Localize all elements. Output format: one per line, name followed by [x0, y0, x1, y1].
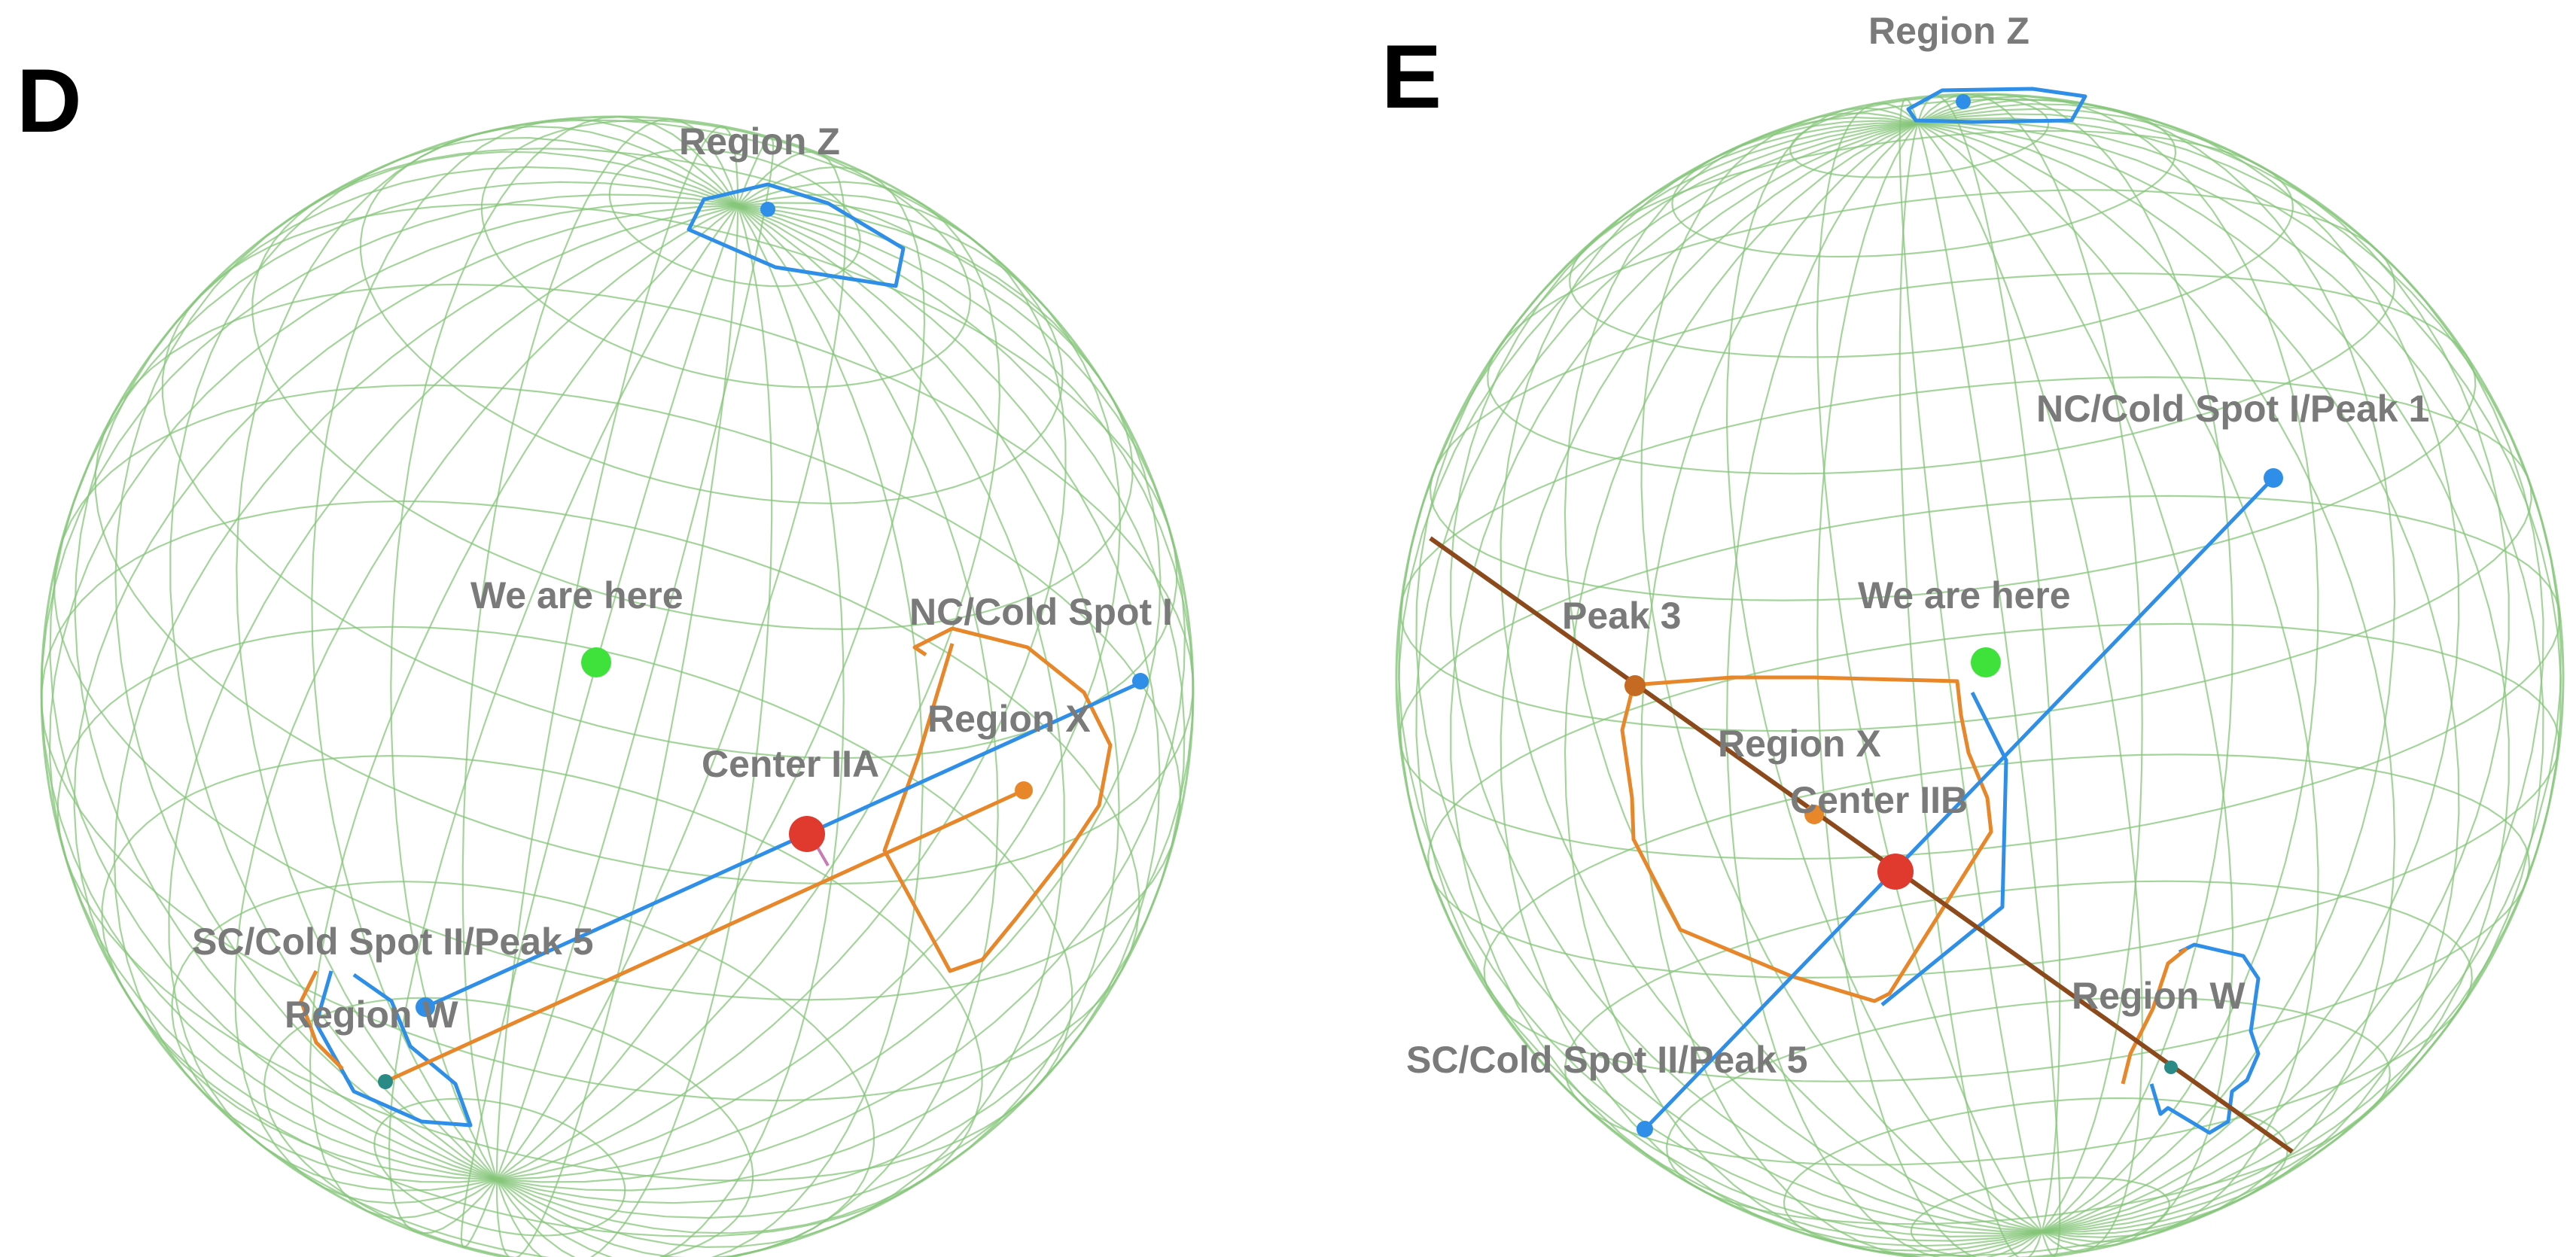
sphere-grid-line — [388, 151, 847, 1234]
sphere-grid-line — [94, 283, 1194, 885]
label-center: Center IIB — [1790, 779, 1968, 821]
sphere-grid-line — [168, 193, 1067, 1192]
sphere-grid-line — [113, 202, 1122, 1183]
center-dot — [789, 816, 825, 852]
sphere-grid-line — [480, 119, 971, 388]
sphere-grid-line — [608, 148, 861, 288]
label-region-z: Region Z — [679, 120, 840, 163]
region-x-dot — [1804, 805, 1824, 824]
label-region-x: Region X — [1718, 723, 1881, 765]
label-peak-3: Peak 3 — [1562, 595, 1681, 637]
sphere-grid-line — [1483, 753, 2531, 1082]
label-nc-cold-spot: NC/Cold Spot I — [909, 591, 1173, 633]
panel-letter-d: D — [17, 50, 82, 151]
label-region-w: Region W — [2072, 975, 2246, 1017]
sphere-grid-d — [40, 115, 1195, 1257]
sphere-grid-line — [1564, 880, 2473, 1166]
region-axis-orange — [384, 788, 1025, 1084]
cold-spot-axis-blue — [424, 680, 1142, 1009]
sphere-grid-line — [390, 115, 845, 1257]
region-z-outline — [1906, 87, 2087, 124]
sphere-grid-line — [461, 118, 773, 1257]
label-region-x: Region X — [927, 698, 1091, 740]
nc-cold-spot-dot — [1132, 673, 1149, 689]
sphere-grid-line — [1399, 376, 2532, 732]
sphere-grid-line — [161, 203, 1178, 759]
sphere-grid-line — [1899, 95, 2061, 1257]
region-x-dot — [1015, 781, 1033, 799]
label-sc-cold-spot: SC/Cold Spot II/Peak 5 — [1406, 1039, 1807, 1081]
panel-letter-e: E — [1381, 26, 1442, 127]
region-z-point — [1956, 94, 1971, 109]
sphere-grid-line — [1665, 997, 2391, 1225]
sphere-grid-line — [1789, 96, 2050, 178]
region-x-blue-edge — [1880, 691, 2008, 1006]
sphere-grid-line — [169, 136, 1065, 1249]
label-region-z: Region Z — [1868, 10, 2029, 52]
sphere-grid-line — [1899, 98, 2061, 1257]
sphere-grid-line — [53, 384, 1181, 1001]
sphere-grid-line — [41, 500, 1140, 1102]
sphere-outline — [40, 115, 1195, 1257]
sphere-grid-line — [263, 997, 754, 1257]
label-we-are-here: We are here — [1858, 574, 2071, 616]
peak-axis-brown — [1429, 536, 2294, 1154]
nc-cold-spot-dot — [2264, 468, 2283, 488]
we-are-here-dot — [581, 647, 611, 677]
label-center: Center IIA — [702, 743, 879, 785]
region-w-dot — [2164, 1061, 2178, 1074]
label-nc-cold-spot: NC/Cold Spot I/Peak 1 — [2036, 388, 2429, 430]
sphere-grid-line — [74, 166, 1161, 1219]
region-w-outline — [314, 970, 473, 1128]
label-sc-cold-spot: SC/Cold Spot II/Peak 5 — [192, 921, 593, 963]
sphere-grid-line — [1569, 129, 2294, 358]
we-are-here-dot — [1971, 647, 2001, 677]
sphere-grid-line — [460, 136, 775, 1249]
sphere-grid-line — [101, 754, 983, 1237]
region-w-orange-edge — [2121, 947, 2188, 1085]
cold-spot-axis-blue — [1643, 476, 2275, 1131]
region-z-outline — [687, 182, 906, 288]
sphere-grid-line — [56, 625, 1073, 1182]
sphere-grid-line — [1399, 495, 2561, 860]
label-we-are-here: We are here — [470, 574, 684, 616]
sphere-grid-line — [373, 1097, 626, 1237]
sc-cold-spot-dot — [416, 997, 435, 1017]
region-x-outline — [1620, 675, 1993, 1003]
sphere-grid-line — [41, 193, 1194, 1192]
sphere-grid-line — [1427, 622, 2560, 979]
sc-cold-spot-dot — [1637, 1121, 1653, 1137]
sphere-grid-line — [171, 881, 875, 1257]
center-dot — [1877, 854, 1914, 890]
peak-3-dot — [1624, 675, 1646, 696]
sphere-grid-line — [309, 166, 926, 1219]
region-z-point — [760, 202, 775, 217]
region-w-orange-edge — [299, 969, 344, 1070]
sphere-grid-line — [1910, 1176, 2170, 1257]
sphere-outline — [1395, 93, 2565, 1257]
panel-e: E Region Z NC/Cold Spot I/Peak 1 We are … — [1381, 10, 2565, 1257]
sphere-grid-line — [1671, 98, 2177, 258]
panel-d: D Region Z We are here NC/Cold Spot I Re… — [17, 50, 1195, 1257]
region-w-outline — [2149, 942, 2261, 1135]
sphere-grid-line — [1429, 272, 2477, 601]
label-region-w: Region W — [285, 994, 458, 1036]
sphere-grid-line — [1487, 189, 2396, 475]
region-w-dot — [378, 1074, 393, 1089]
region-x-outline — [882, 626, 1113, 973]
sphere-grid-e — [1395, 93, 2565, 1257]
